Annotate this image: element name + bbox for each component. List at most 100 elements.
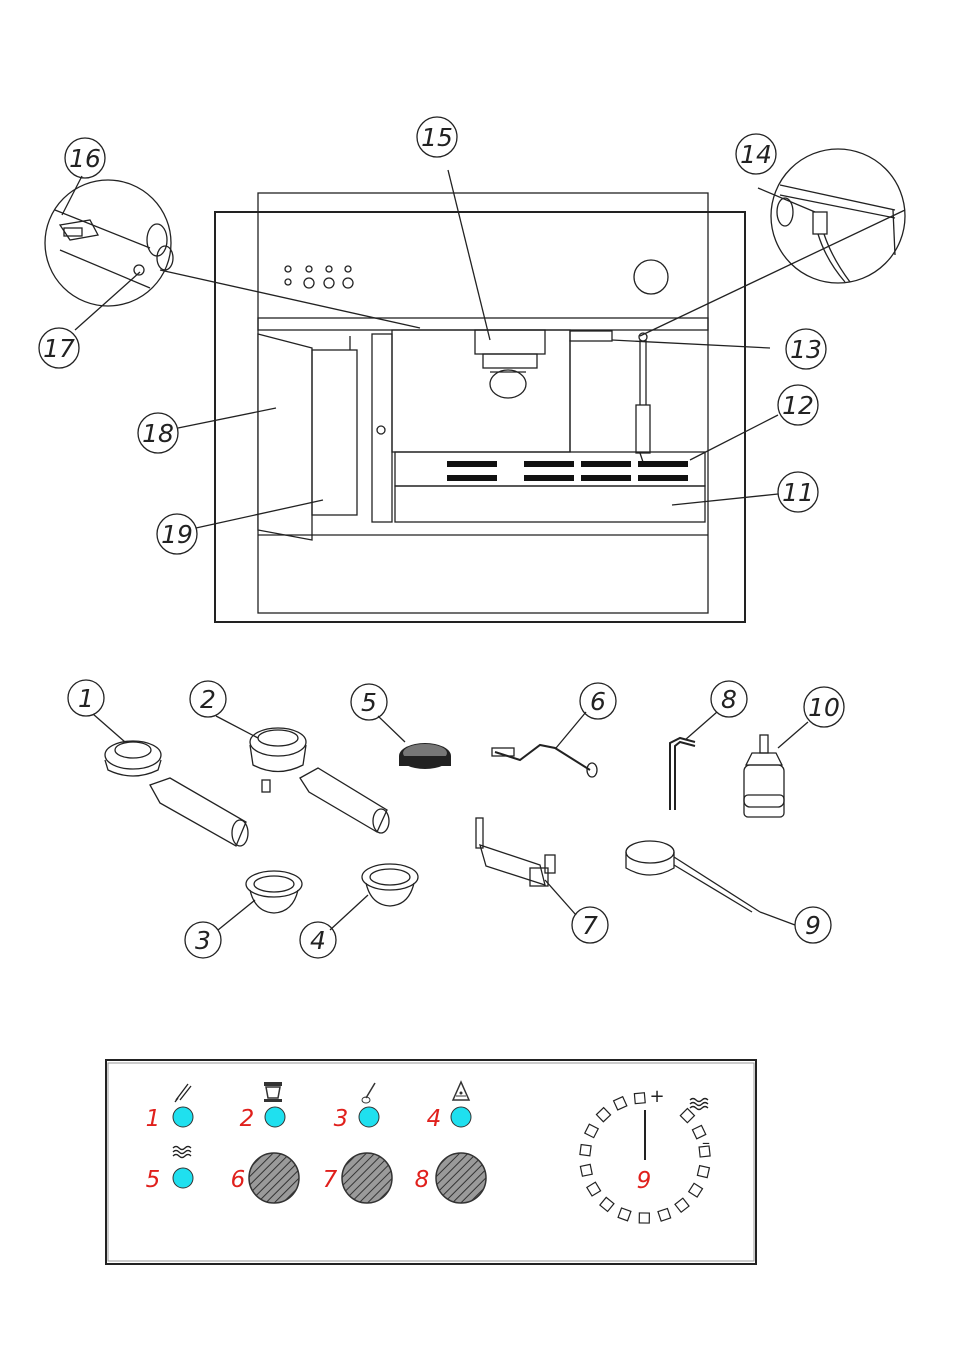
panel-number-7: 7 xyxy=(323,1167,338,1193)
water-tap-icon xyxy=(451,1080,471,1101)
detail-circle-right xyxy=(770,148,906,284)
callout-8: 8 xyxy=(710,680,748,718)
callout-4-label: 4 xyxy=(310,926,326,955)
heat-waves-icon xyxy=(172,1145,192,1159)
dial-scale-mark xyxy=(687,1182,704,1198)
callout-18: 18 xyxy=(137,412,179,454)
machine-front-view xyxy=(214,192,746,623)
callout-13: 13 xyxy=(785,328,827,370)
dial-scale-mark xyxy=(691,1124,707,1140)
callout-10: 10 xyxy=(803,686,845,728)
brew-group xyxy=(474,329,546,399)
portafilter-double xyxy=(249,727,390,834)
callout-19-label: 19 xyxy=(161,520,193,549)
filter-basket-single xyxy=(245,870,303,914)
drip-tray xyxy=(394,485,706,523)
cup-icon xyxy=(264,1082,282,1102)
callout-16-label: 16 xyxy=(69,144,101,173)
callout-15: 15 xyxy=(416,116,458,158)
allen-key xyxy=(669,736,696,810)
steam-wand xyxy=(569,330,651,463)
cleaning-bottle xyxy=(743,734,785,818)
steam-nozzle-tool xyxy=(491,743,598,778)
callout-3-label: 3 xyxy=(195,926,211,955)
pencil-icon xyxy=(174,1083,192,1103)
callout-1: 1 xyxy=(67,679,105,717)
callout-12: 12 xyxy=(777,384,819,426)
indicator-light-4 xyxy=(450,1106,472,1128)
dial-scale-mark xyxy=(579,1143,592,1157)
panel-number-1: 1 xyxy=(146,1106,161,1132)
callout-14-label: 14 xyxy=(740,140,772,169)
dial-scale-mark xyxy=(599,1196,615,1213)
side-door xyxy=(257,333,313,541)
panel-number-5: 5 xyxy=(146,1167,161,1193)
callout-16: 16 xyxy=(64,137,106,179)
callout-9-label: 9 xyxy=(805,911,821,940)
callout-18-label: 18 xyxy=(142,419,174,448)
callout-15-label: 15 xyxy=(421,123,453,152)
callout-14: 14 xyxy=(735,133,777,175)
filter-basket-double xyxy=(361,863,419,907)
top-ledge xyxy=(257,317,709,331)
callout-11-label: 11 xyxy=(782,478,814,507)
panel-number-2: 2 xyxy=(240,1106,255,1132)
callout-12-label: 12 xyxy=(782,391,814,420)
callout-2-label: 2 xyxy=(200,685,216,714)
machine-dial xyxy=(633,259,669,295)
knob-7[interactable] xyxy=(341,1152,393,1204)
panel-number-3: 3 xyxy=(334,1106,349,1132)
callout-5: 5 xyxy=(350,683,388,721)
knob-6[interactable] xyxy=(248,1152,300,1204)
callout-11: 11 xyxy=(777,471,819,513)
callout-17-label: 17 xyxy=(43,334,75,363)
knob-8[interactable] xyxy=(435,1152,487,1204)
dial-scale-mark xyxy=(638,1212,650,1224)
indicator-light-2 xyxy=(264,1106,286,1128)
callout-17: 17 xyxy=(38,327,80,369)
drip-tray-grid xyxy=(394,451,706,487)
dial-scale-mark xyxy=(633,1092,646,1105)
callout-6-label: 6 xyxy=(590,687,606,716)
dial-scale-mark xyxy=(586,1181,602,1197)
callout-6: 6 xyxy=(579,682,617,720)
callout-7-label: 7 xyxy=(582,911,598,940)
pipe-fitting xyxy=(475,817,556,887)
machine-leader-lines xyxy=(61,169,906,529)
callout-2: 2 xyxy=(189,680,227,718)
dial-plus-label: + xyxy=(649,1086,664,1107)
panel-number-4: 4 xyxy=(427,1106,442,1132)
callout-5-label: 5 xyxy=(361,688,377,717)
dial-scale-mark xyxy=(657,1207,672,1222)
callout-19: 19 xyxy=(156,513,198,555)
dial-scale xyxy=(579,1092,711,1224)
control-panel: 1 2 3 4 5 6 7 8 + – 9 xyxy=(105,1059,757,1265)
panel-number-6: 6 xyxy=(231,1167,246,1193)
dial-scale-mark xyxy=(595,1106,612,1123)
indicator-light-1 xyxy=(172,1106,194,1128)
detail-circle-left xyxy=(44,179,174,307)
dial-scale-mark xyxy=(583,1123,600,1139)
callout-9: 9 xyxy=(794,906,832,944)
accessory-leader-lines xyxy=(92,711,809,931)
dial-scale-mark xyxy=(612,1095,628,1111)
steam-wand-icon xyxy=(361,1082,376,1104)
dial-scale-mark xyxy=(698,1145,711,1158)
machine-control-buttons xyxy=(284,265,354,289)
panel-number-8: 8 xyxy=(415,1167,430,1193)
dial-minus-label: – xyxy=(702,1133,710,1152)
callout-1-label: 1 xyxy=(78,684,94,713)
callout-3: 3 xyxy=(184,921,222,959)
panel-number-9: 9 xyxy=(637,1168,652,1194)
portafilter-single xyxy=(104,740,249,847)
coffee-measure-spoon xyxy=(625,840,761,913)
callout-8-label: 8 xyxy=(721,685,737,714)
shower-disc xyxy=(399,743,451,769)
dial-scale-mark xyxy=(674,1197,690,1214)
callout-13-label: 13 xyxy=(790,335,822,364)
dial-heat-icon xyxy=(689,1097,709,1111)
indicator-light-3 xyxy=(358,1106,380,1128)
callout-4: 4 xyxy=(299,921,337,959)
callout-10-label: 10 xyxy=(808,693,840,722)
